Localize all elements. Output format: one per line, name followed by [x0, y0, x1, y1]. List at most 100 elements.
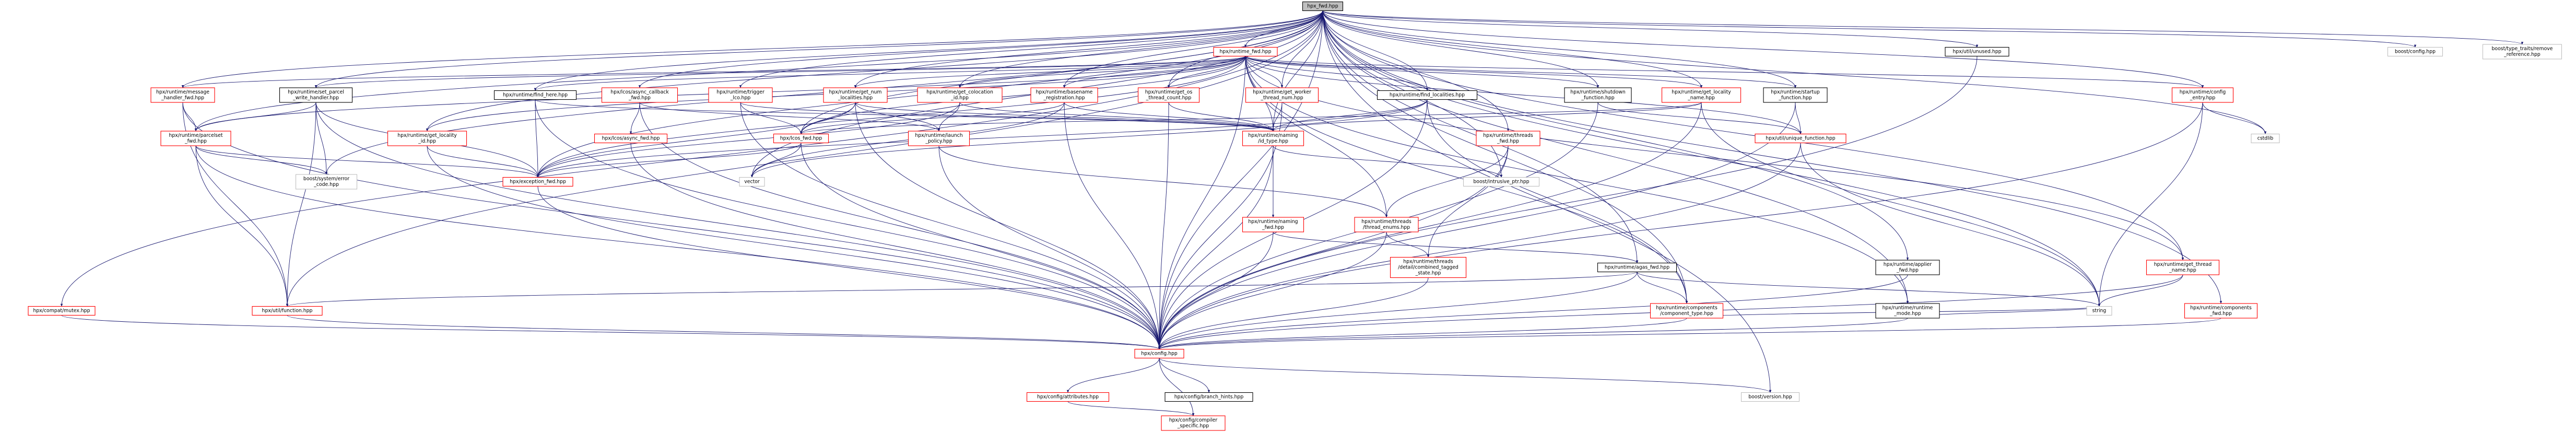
node-label: hpx/exception_fwd.hpp: [510, 179, 566, 185]
node-boost_intrusive_ptr[interactable]: boost/intrusive_ptr.hpp: [1463, 177, 1540, 187]
node-box: [1875, 303, 1940, 319]
node-parcelset_fwd[interactable]: hpx/runtime/parcelset_fwd.hpp: [160, 131, 231, 146]
node-compat_mutex[interactable]: hpx/compat/mutex.hpp: [28, 306, 96, 316]
node-config[interactable]: hpx/config.hpp: [1134, 348, 1184, 359]
node-box: [908, 131, 970, 146]
edge-root-to-get_coloc: [958, 10, 1323, 88]
node-basename[interactable]: hpx/runtime/basename_registration.hpp: [1030, 87, 1098, 103]
node-label: _id.hpp: [950, 95, 969, 101]
node-thread_enums[interactable]: hpx/runtime/threads/thread_enums.hpp: [1354, 217, 1419, 232]
node-get_num[interactable]: hpx/runtime/get_num_localities.hpp: [823, 87, 888, 103]
node-branch_hints[interactable]: hpx/config/branch_hints.hpp: [1165, 392, 1253, 402]
edge-threads_fwd-to-combined_tagged: [1427, 145, 1509, 258]
node-component_type[interactable]: hpx/runtime/components/component_type.hp…: [1650, 303, 1724, 319]
edge-find_localities-to-vector: [750, 99, 1428, 178]
node-boost_remove_ref[interactable]: boost/type_traits/remove_reference.hpp: [2482, 44, 2562, 60]
node-box: [2482, 44, 2562, 60]
node-find_localities[interactable]: hpx/runtime/find_localities.hpp: [1377, 90, 1478, 100]
node-box: [28, 306, 96, 316]
node-rt_fwd[interactable]: hpx/runtime_fwd.hpp: [1213, 46, 1278, 57]
node-shutdown[interactable]: hpx/runtime/shutdown_function.hpp: [1564, 87, 1632, 103]
edge-root-to-lcos_fwd: [799, 10, 1323, 135]
node-label: hpx/runtime/set_parcel: [288, 89, 344, 95]
node-find_here[interactable]: hpx/runtime/find_here.hpp: [493, 90, 577, 100]
node-async_fwd[interactable]: hpx/lcos/async_fwd.hpp: [594, 133, 668, 144]
edge-agas_fwd-to-config: [1158, 272, 1638, 350]
node-get_thread_name[interactable]: hpx/runtime/get_thread_name.hpp: [2146, 260, 2220, 275]
node-label: _reference.hpp: [2503, 52, 2540, 57]
node-naming_id_type[interactable]: hpx/runtime/naming/id_type.hpp: [1242, 131, 1304, 146]
node-label: _handler_fwd.hpp: [161, 95, 204, 101]
node-box: [1213, 46, 1278, 57]
node-label: /thread_enums.hpp: [1363, 225, 1410, 230]
node-box: [594, 133, 668, 144]
node-label: _code.hpp: [313, 182, 339, 188]
node-cfg_entry[interactable]: hpx/runtime/config_entry.hpp: [2171, 87, 2234, 103]
edge-get_loc_name-to-naming_id_type: [1272, 102, 1702, 132]
node-label: hpx/config/attributes.hpp: [1037, 394, 1099, 400]
node-get_coloc[interactable]: hpx/runtime/get_colocation_id.hpp: [917, 87, 1003, 103]
node-startup[interactable]: hpx/runtime/startup_function.hpp: [1763, 87, 1828, 103]
node-label: hpx/runtime/get_os: [1145, 89, 1193, 95]
edge-runtime_mode-to-config: [1158, 318, 1908, 350]
node-get_os_thread[interactable]: hpx/runtime/get_os_thread_count.hpp: [1137, 87, 1200, 103]
node-root[interactable]: hpx_fwd.hpp: [1302, 1, 1344, 11]
edge-combined_tagged-to-config: [1158, 277, 1429, 350]
edge-get_os_thread-to-naming_id_type: [1168, 102, 1275, 132]
node-vector[interactable]: vector: [739, 177, 765, 187]
node-boost_version[interactable]: boost/version.hpp: [1740, 392, 1800, 402]
node-attributes[interactable]: hpx/config/attributes.hpp: [1026, 392, 1110, 402]
edge-attributes-to-compiler_specific: [1067, 401, 1195, 416]
edge-root-to-naming_id_type: [1272, 10, 1323, 132]
node-msg_handler[interactable]: hpx/runtime/message_handler_fwd.hpp: [150, 87, 215, 103]
node-box: [917, 87, 1003, 103]
edge-compat_mutex-to-config: [61, 315, 1160, 350]
node-set_parcel[interactable]: hpx/runtime/set_parcel_write_handler.hpp: [279, 87, 353, 103]
edge-rt_fwd-to-thread_enums: [1245, 56, 1388, 218]
node-string[interactable]: string: [2086, 306, 2112, 316]
edge-rt_fwd-to-get_num: [854, 56, 1246, 88]
node-get_loc_id[interactable]: hpx/runtime/get_locality_id.hpp: [387, 131, 467, 146]
node-label: _write_handler.hpp: [292, 95, 339, 101]
node-cstdlib[interactable]: cstdlib: [2251, 133, 2280, 144]
node-get_loc_name[interactable]: hpx/runtime/get_locality_name.hpp: [1661, 87, 1742, 103]
node-lcos_fwd[interactable]: hpx/lcos_fwd.hpp: [773, 133, 829, 144]
node-agas_fwd[interactable]: hpx/runtime/agas_fwd.hpp: [1597, 262, 1677, 273]
edge-parcelset_fwd-to-util_function: [195, 145, 289, 307]
node-naming_fwd[interactable]: hpx/runtime/naming_fwd.hpp: [1242, 217, 1304, 232]
node-launch_policy[interactable]: hpx/runtime/launch_policy.hpp: [908, 131, 970, 146]
node-std_unused[interactable]: hpx/util/unused.hpp: [1945, 46, 2009, 57]
node-compiler_specific[interactable]: hpx/config/compiler_specific.hpp: [1161, 415, 1226, 431]
edge-get_worker-to-naming_id_type: [1272, 102, 1283, 132]
node-label: _function.hpp: [1581, 95, 1614, 101]
node-box: [1026, 392, 1110, 402]
node-boost_error_code[interactable]: boost/system/error_code.hpp: [295, 174, 358, 190]
edge-startup-to-config: [1158, 102, 1796, 350]
node-threads_fwd[interactable]: hpx/runtime/threads_fwd.hpp: [1476, 131, 1540, 146]
node-label: hpx/runtime/naming: [1248, 133, 1298, 138]
node-box: [1302, 1, 1344, 11]
node-label: _name.hpp: [1687, 95, 1715, 101]
node-boost_config[interactable]: boost/config.hpp: [2387, 46, 2443, 57]
node-util_function[interactable]: hpx/util/function.hpp: [252, 306, 323, 316]
edge-rt_fwd-to-startup: [1245, 56, 1796, 88]
node-runtime_mode[interactable]: hpx/runtime/runtime_mode.hpp: [1875, 303, 1940, 319]
node-label: _policy.hpp: [925, 138, 952, 144]
node-components_fwd[interactable]: hpx/runtime/components_fwd.hpp: [2184, 303, 2258, 319]
edge-unique_function-to-string: [1800, 143, 2101, 307]
node-combined_tagged[interactable]: hpx/runtime/threads/detail/combined_tagg…: [1390, 256, 1467, 278]
node-box: [295, 174, 358, 190]
edge-async_callback-to-launch_policy: [639, 102, 940, 132]
edge-thread_enums-to-config: [1158, 231, 1387, 350]
node-applier_fwd[interactable]: hpx/runtime/applier_fwd.hpp: [1875, 260, 1940, 275]
node-exception_fwd[interactable]: hpx/exception_fwd.hpp: [502, 177, 573, 187]
node-box: [1755, 133, 1846, 144]
node-label: /detail/combined_tagged: [1398, 265, 1458, 271]
node-get_worker[interactable]: hpx/runtime/get_worker_thread_num.hpp: [1245, 87, 1319, 103]
node-trigger[interactable]: hpx/runtime/trigger_lco.hpp: [708, 87, 773, 103]
node-unique_function[interactable]: hpx/util/unique_function.hpp: [1755, 133, 1846, 144]
node-async_callback[interactable]: hpx/lcos/async_callback_fwd.hpp: [601, 87, 678, 103]
edge-unique_function-to-config: [1158, 143, 1801, 350]
node-label: hpx/runtime/find_here.hpp: [503, 92, 568, 98]
node-label: cstdlib: [2257, 136, 2274, 142]
